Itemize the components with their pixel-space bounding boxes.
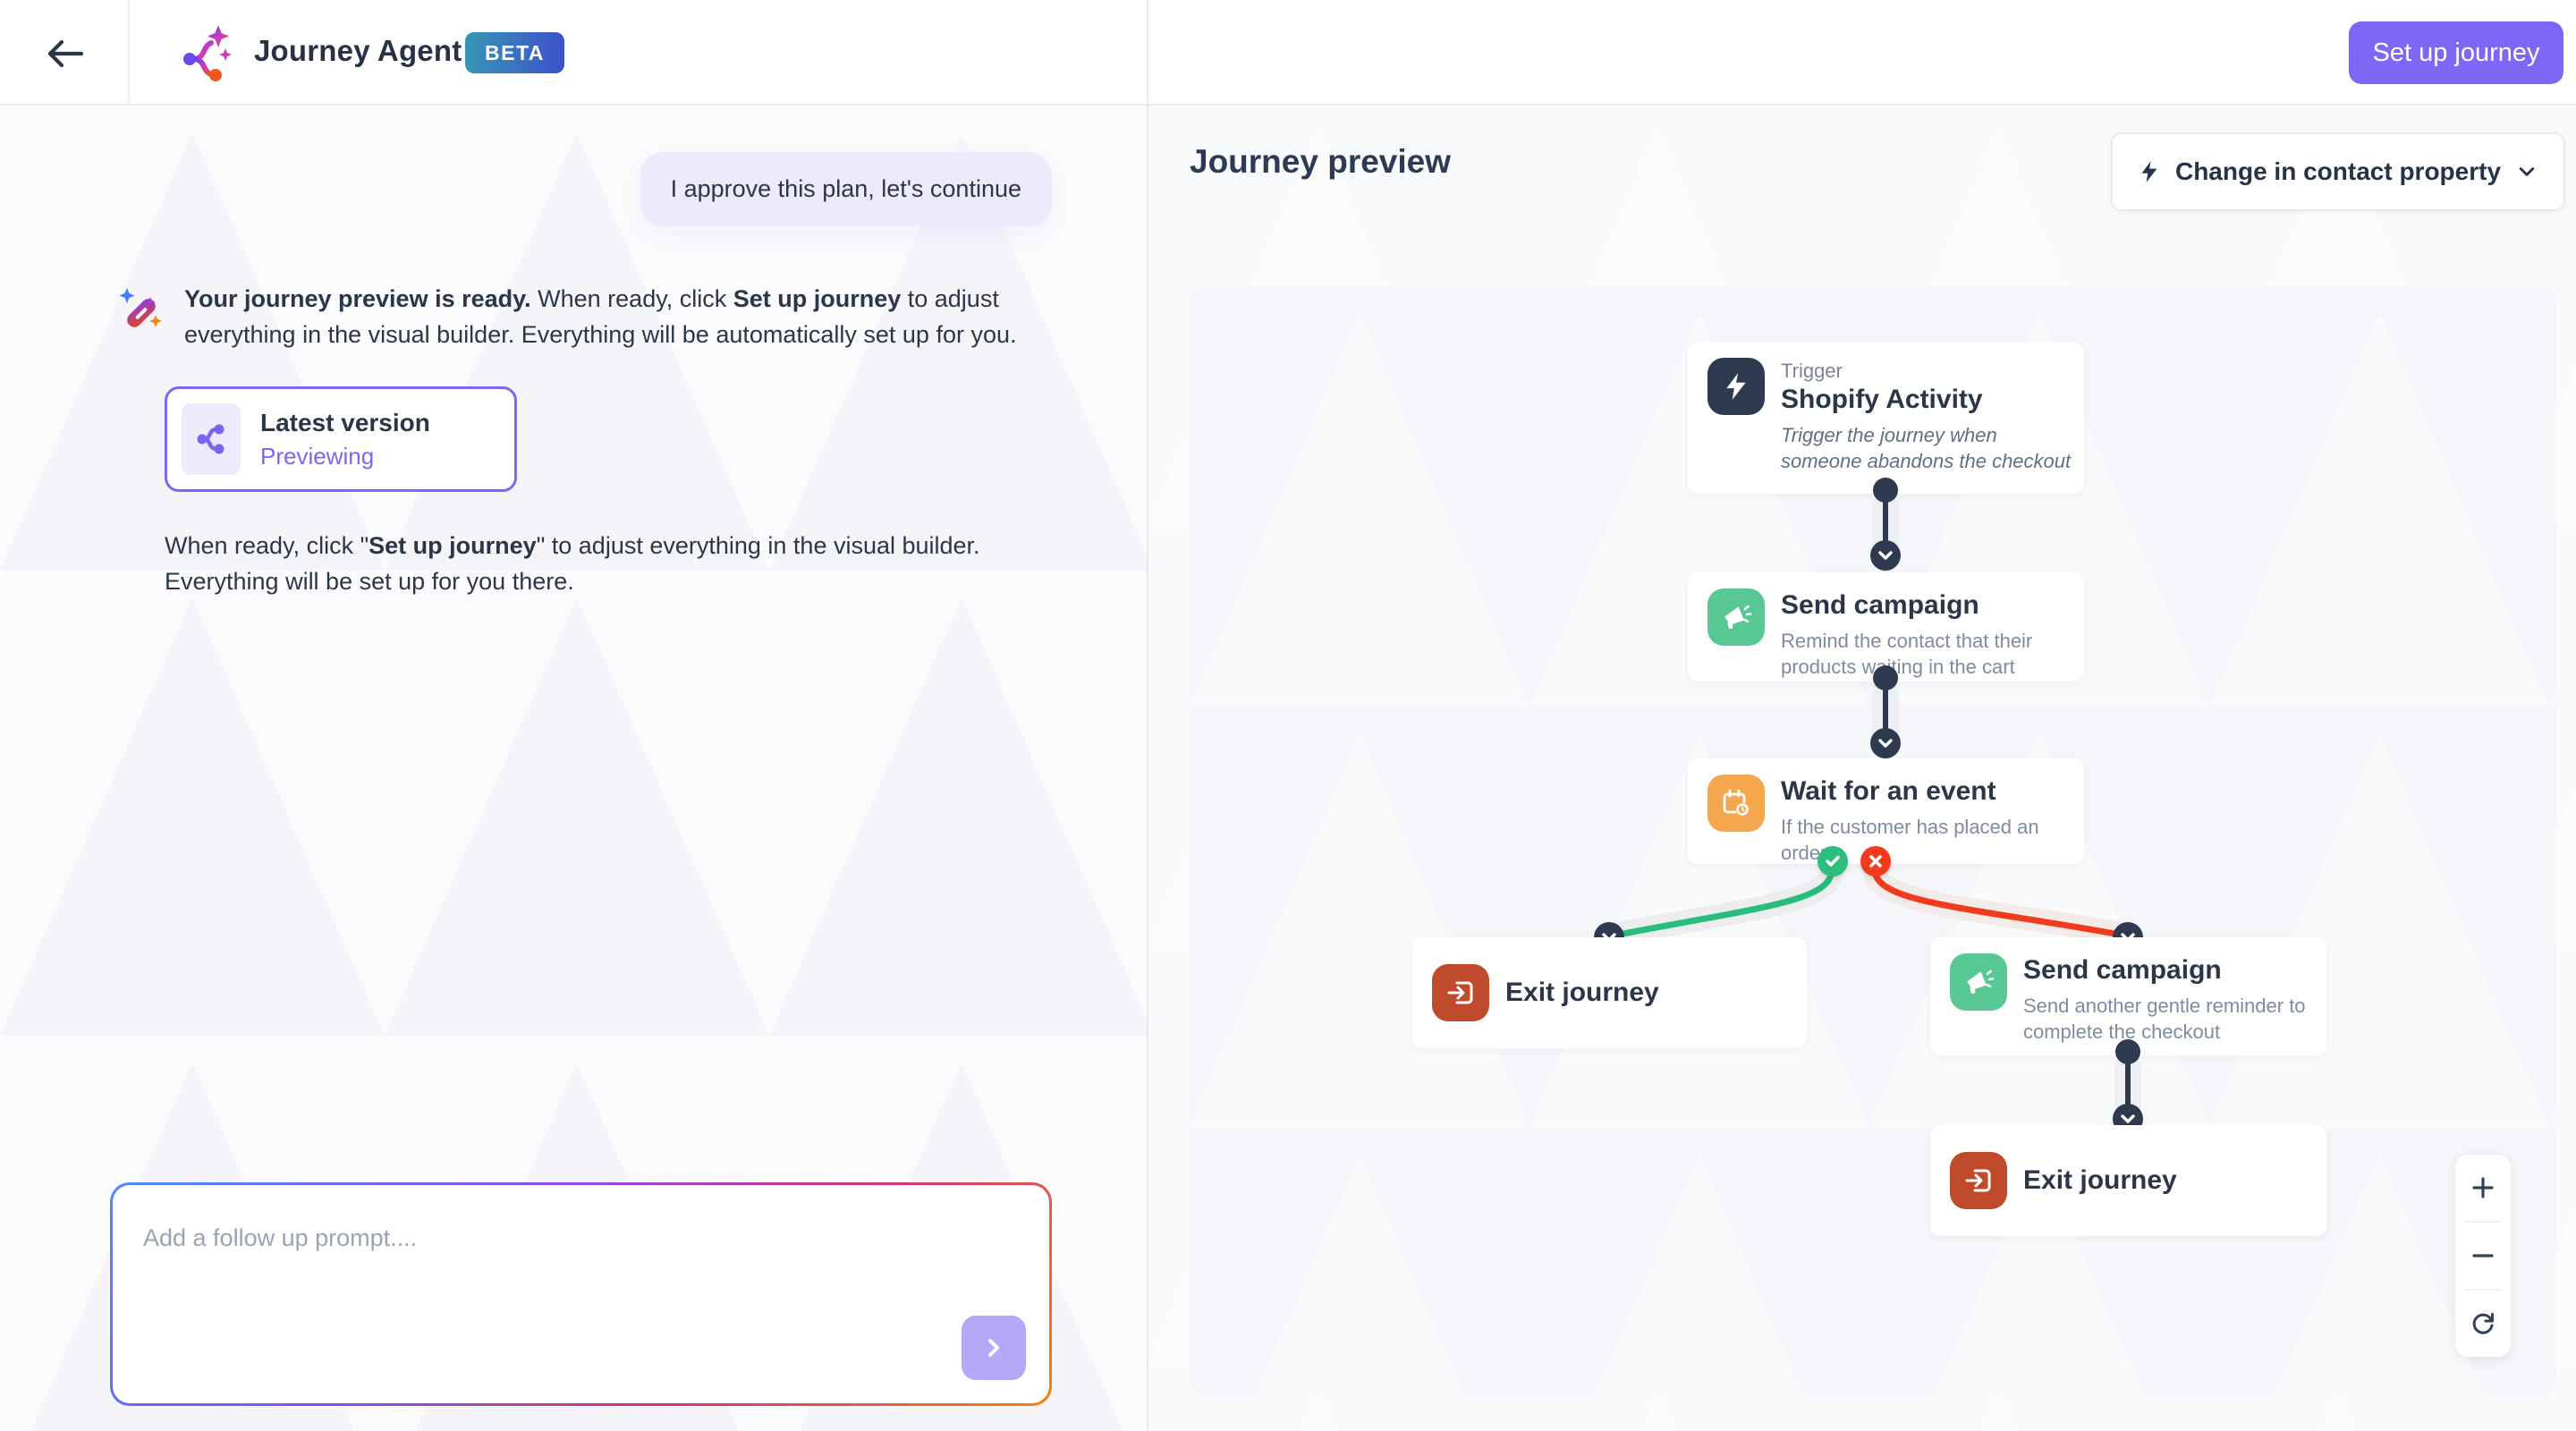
node-send-campaign-2[interactable]: Send campaign Send another gentle remind… [1930,937,2326,1055]
node-title: Wait for an event [1781,776,1996,806]
node-body: Wait for an event If the customer has pl… [1781,775,2058,864]
arrow-left-icon [47,39,84,68]
connector-line [2125,1052,2131,1118]
x-icon [1869,855,1882,868]
node-kind-label: Trigger [1781,360,1843,382]
latest-version-card[interactable]: Latest version Previewing [165,386,517,492]
panel-divider [1147,0,1148,1431]
chevron-down-icon [1878,739,1893,748]
node-exit-journey-bottom[interactable]: Exit journey [1930,1125,2326,1236]
canvas-zoom-controls [2455,1155,2511,1357]
connector-dot [1873,478,1898,503]
node-title: Exit journey [1505,978,1659,1007]
node-title: Send campaign [1781,590,1979,620]
node-title: Shopify Activity [1781,385,1983,414]
calendar-clock-icon [1707,775,1765,832]
followup-prompt-input[interactable] [113,1185,1049,1403]
exit-icon [1432,964,1489,1021]
node-body: Send campaign Send another gentle remind… [2023,953,2324,1043]
journey-agent-logo-icon [183,25,232,81]
back-button[interactable] [41,30,89,78]
chat-panel: I approve this plan, let's continue Your… [0,106,1147,1431]
assistant-text-bold-1: Your journey preview is ready. [184,285,531,312]
version-icon-tile [182,403,241,475]
magic-wand-icon [119,288,162,327]
divider [2464,1221,2502,1223]
beta-badge: BETA [465,32,564,73]
minus-icon [2472,1254,2494,1257]
connector-line [1883,678,1888,744]
node-body: Exit journey [1505,978,1659,1008]
node-body: Trigger Shopify Activity Trigger the jou… [1781,358,2081,478]
exit-icon [1950,1152,2007,1209]
lightning-icon [2141,161,2157,182]
node-send-campaign-1[interactable]: Send campaign Remind the contact that th… [1688,572,2084,682]
app-title: Journey Agent [254,34,462,67]
assistant-text-bold-3: Set up journey [733,285,902,312]
check-icon [1826,855,1840,867]
send-prompt-button[interactable] [962,1316,1026,1380]
user-message-bubble: I approve this plan, let's continue [640,152,1052,226]
plus-icon [2472,1177,2494,1198]
trigger-type-dropdown[interactable]: Change in contact property [2111,132,2565,211]
set-up-journey-button[interactable]: Set up journey [2349,21,2563,84]
send-chevron-icon [988,1339,999,1357]
note-text-1: When ready, click " [165,532,369,559]
journey-canvas[interactable]: Trigger Shopify Activity Trigger the jou… [1190,286,2556,1395]
node-trigger-shopify-activity[interactable]: Trigger Shopify Activity Trigger the jou… [1688,342,2084,494]
node-description: Trigger the journey when someone abandon… [1781,424,2072,472]
journey-preview-panel: Journey preview Change in contact proper… [1148,106,2576,1431]
node-body: Exit journey [2023,1165,2177,1196]
refresh-icon [2472,1313,2494,1334]
version-card-title: Latest version [260,408,430,436]
reset-view-button[interactable] [2455,1291,2511,1357]
node-description: If the customer has placed an order [1781,816,2039,864]
divider [2464,1289,2502,1291]
megaphone-icon [1707,588,1765,646]
trigger-dropdown-label: Change in contact property [2174,157,2502,185]
chevron-down-icon [1878,551,1893,560]
connector-dot [2115,1039,2140,1064]
chevron-down-icon [2121,1114,2135,1123]
node-wait-for-event[interactable]: Wait for an event If the customer has pl… [1688,758,2084,864]
zoom-in-button[interactable] [2455,1155,2511,1221]
version-card-status: Previewing [260,442,375,470]
journey-share-icon [197,424,225,454]
header-bar: Journey Agent BETA Set up journey [0,0,2576,106]
chevron-down-icon [2519,167,2535,176]
connector-chevron[interactable] [1870,540,1901,571]
header-divider [128,0,130,106]
node-exit-journey-left[interactable]: Exit journey [1412,937,1807,1048]
assistant-message-text: Your journey preview is ready. When read… [184,281,1052,352]
branch-no-badge [1860,846,1891,876]
node-title: Exit journey [2023,1165,2177,1195]
note-text-bold-2: Set up journey [369,532,537,559]
connector-line [1883,490,1888,558]
version-card-body: Latest version Previewing [260,409,430,470]
connector-dot [1873,665,1898,690]
zoom-out-button[interactable] [2455,1223,2511,1289]
note-text-3: " to adjust everything in the visual bui… [165,532,980,595]
branch-yes-badge [1818,846,1848,876]
assistant-message: Your journey preview is ready. When read… [116,281,1052,352]
assistant-text-4: to adjust everything in the visual build… [184,285,1017,348]
connector-chevron[interactable] [1870,728,1901,758]
node-description: Remind the contact that their products w… [1781,630,2033,678]
megaphone-icon [1950,953,2007,1011]
preview-title: Journey preview [1190,143,1452,180]
prompt-input-card [110,1182,1052,1406]
node-description: Send another gentle reminder to complete… [2023,995,2306,1043]
followup-note: When ready, click "Set up journey" to ad… [165,528,1086,599]
node-title: Send campaign [2023,955,2222,985]
lightning-icon [1707,358,1765,415]
assistant-text-2: When ready, click [530,285,733,312]
user-message-text: I approve this plan, let's continue [670,175,1021,202]
node-body: Send campaign Remind the contact that th… [1781,588,2081,678]
